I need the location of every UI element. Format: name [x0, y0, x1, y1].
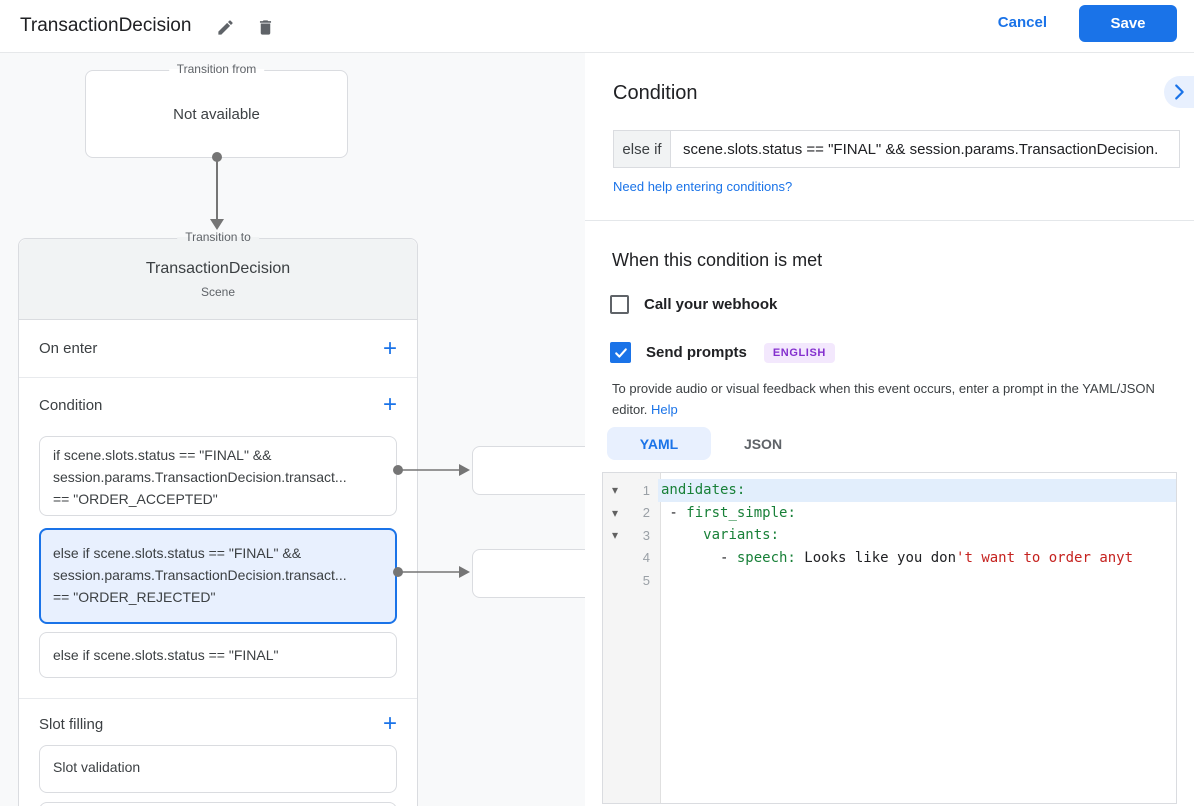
condition-line: else if scene.slots.status == "FINAL" &&: [53, 545, 302, 561]
on-enter-title: On enter: [39, 340, 98, 357]
section-divider: [19, 698, 417, 699]
slot-validation-card[interactable]: Slot validation: [39, 745, 397, 793]
send-prompts-label: Send prompts: [646, 344, 747, 361]
scene-node: Transition to TransactionDecision Scene …: [18, 230, 418, 806]
transition-to-label: Transition to: [177, 230, 259, 244]
editor-line-4: 4 - speech: Looks like you don't want to…: [603, 547, 1176, 570]
condition-expression-input[interactable]: [671, 130, 1180, 168]
editor-gutter: [603, 473, 661, 803]
feedback-text: To provide audio or visual feedback when…: [612, 381, 1155, 417]
condition-line: session.params.TransactionDecision.trans…: [53, 469, 347, 485]
panel-title: Condition: [613, 82, 698, 104]
fold-arrow-icon[interactable]: ▾: [611, 505, 619, 520]
chevron-right-icon: [1175, 84, 1184, 100]
condition-prefix: else if: [613, 130, 671, 168]
feedback-help-link[interactable]: Help: [651, 402, 678, 417]
transition-target-node-2[interactable]: [472, 549, 585, 598]
code-line-empty: [658, 569, 1176, 592]
edit-scene-name-button[interactable]: [212, 14, 238, 40]
tab-yaml[interactable]: YAML: [607, 427, 711, 460]
cancel-button[interactable]: Cancel: [997, 14, 1047, 31]
editor-tabs: YAML JSON: [607, 427, 815, 460]
line-number: 3: [642, 527, 650, 543]
condition-detail-panel: Condition else if Need help entering con…: [585, 53, 1194, 806]
scene-name: TransactionDecision: [145, 259, 291, 277]
feedback-description: To provide audio or visual feedback when…: [612, 378, 1176, 420]
add-condition-button[interactable]: +: [382, 391, 397, 418]
code-line: - first_simple:: [661, 504, 796, 521]
slot-card-partial[interactable]: [39, 802, 397, 806]
editor-line-3: ▾ 3 variants:: [603, 524, 1176, 547]
line-number: 5: [642, 572, 650, 588]
save-button[interactable]: Save: [1079, 5, 1177, 42]
condition-card-accepted[interactable]: if scene.slots.status == "FINAL" && sess…: [39, 436, 397, 516]
condition-line: == "ORDER_ACCEPTED": [53, 491, 218, 507]
fold-arrow-icon[interactable]: ▾: [611, 528, 619, 543]
top-bar: TransactionDecision Cancel Save: [0, 0, 1194, 53]
condition-expression-row: else if: [613, 130, 1180, 168]
editor-line-5: 5: [603, 569, 1176, 592]
transition-from-label: Transition from: [168, 62, 265, 76]
condition-met-title: When this condition is met: [612, 250, 823, 270]
pencil-icon: [217, 19, 233, 35]
webhook-row: Call your webhook: [610, 295, 777, 314]
scene-header[interactable]: TransactionDecision Scene: [19, 239, 417, 320]
code-line-highlighted: andidates:: [658, 479, 1176, 502]
add-slot-button[interactable]: +: [382, 710, 397, 737]
call-webhook-label: Call your webhook: [644, 296, 778, 313]
transition-from-node[interactable]: Transition from Not available: [85, 62, 348, 158]
page-title: TransactionDecision: [20, 15, 192, 36]
prompt-code-editor[interactable]: ▾ 1 andidates: ▾ 2 - first_simple: ▾ 3 v…: [602, 472, 1177, 804]
editor-line-1: ▾ 1 andidates:: [603, 479, 1176, 502]
condition-card-final[interactable]: else if scene.slots.status == "FINAL": [39, 632, 397, 678]
add-on-enter-button[interactable]: +: [382, 334, 397, 362]
send-prompts-checkbox[interactable]: [610, 342, 631, 363]
scene-type: Scene: [200, 284, 236, 299]
transition-target-node-1[interactable]: [472, 446, 585, 495]
delete-scene-button[interactable]: [252, 14, 278, 40]
collapse-panel-button[interactable]: [1164, 76, 1194, 108]
tab-json[interactable]: JSON: [743, 435, 783, 452]
slot-filling-title: Slot filling: [39, 715, 104, 733]
code-line: - speech: Looks like you don't want to o…: [661, 549, 1134, 566]
line-number: 2: [642, 505, 650, 521]
scene-flow-canvas: Transition from Not available Transition…: [0, 53, 585, 806]
condition-line: if scene.slots.status == "FINAL" &&: [53, 447, 272, 463]
editor-lines: ▾ 1 andidates: ▾ 2 - first_simple: ▾ 3 v…: [603, 479, 1176, 592]
line-number: 4: [642, 550, 650, 566]
line-number: 1: [642, 482, 650, 498]
transition-from-value: Not available: [173, 105, 260, 123]
fold-arrow-icon[interactable]: ▾: [611, 483, 619, 498]
condition-help-link[interactable]: Need help entering conditions?: [613, 179, 793, 194]
condition-line: == "ORDER_REJECTED": [53, 589, 216, 605]
slot-filling-section-header: Slot filling +: [19, 699, 417, 745]
send-prompts-row: Send prompts ENGLISH: [610, 342, 835, 363]
trash-icon: [259, 19, 271, 35]
condition-title: Condition: [39, 396, 103, 414]
call-webhook-checkbox[interactable]: [610, 295, 629, 314]
checkmark-icon: [614, 347, 627, 358]
on-enter-section: On enter +: [19, 320, 417, 378]
editor-line-2: ▾ 2 - first_simple:: [603, 502, 1176, 525]
language-badge: ENGLISH: [763, 342, 835, 363]
condition-line: else if scene.slots.status == "FINAL": [53, 647, 279, 663]
condition-line: session.params.TransactionDecision.trans…: [53, 567, 347, 583]
panel-divider: [585, 220, 1194, 221]
condition-section-header: Condition +: [19, 378, 417, 432]
condition-card-rejected-selected[interactable]: else if scene.slots.status == "FINAL" &&…: [39, 528, 397, 624]
code-line: variants:: [703, 527, 780, 544]
